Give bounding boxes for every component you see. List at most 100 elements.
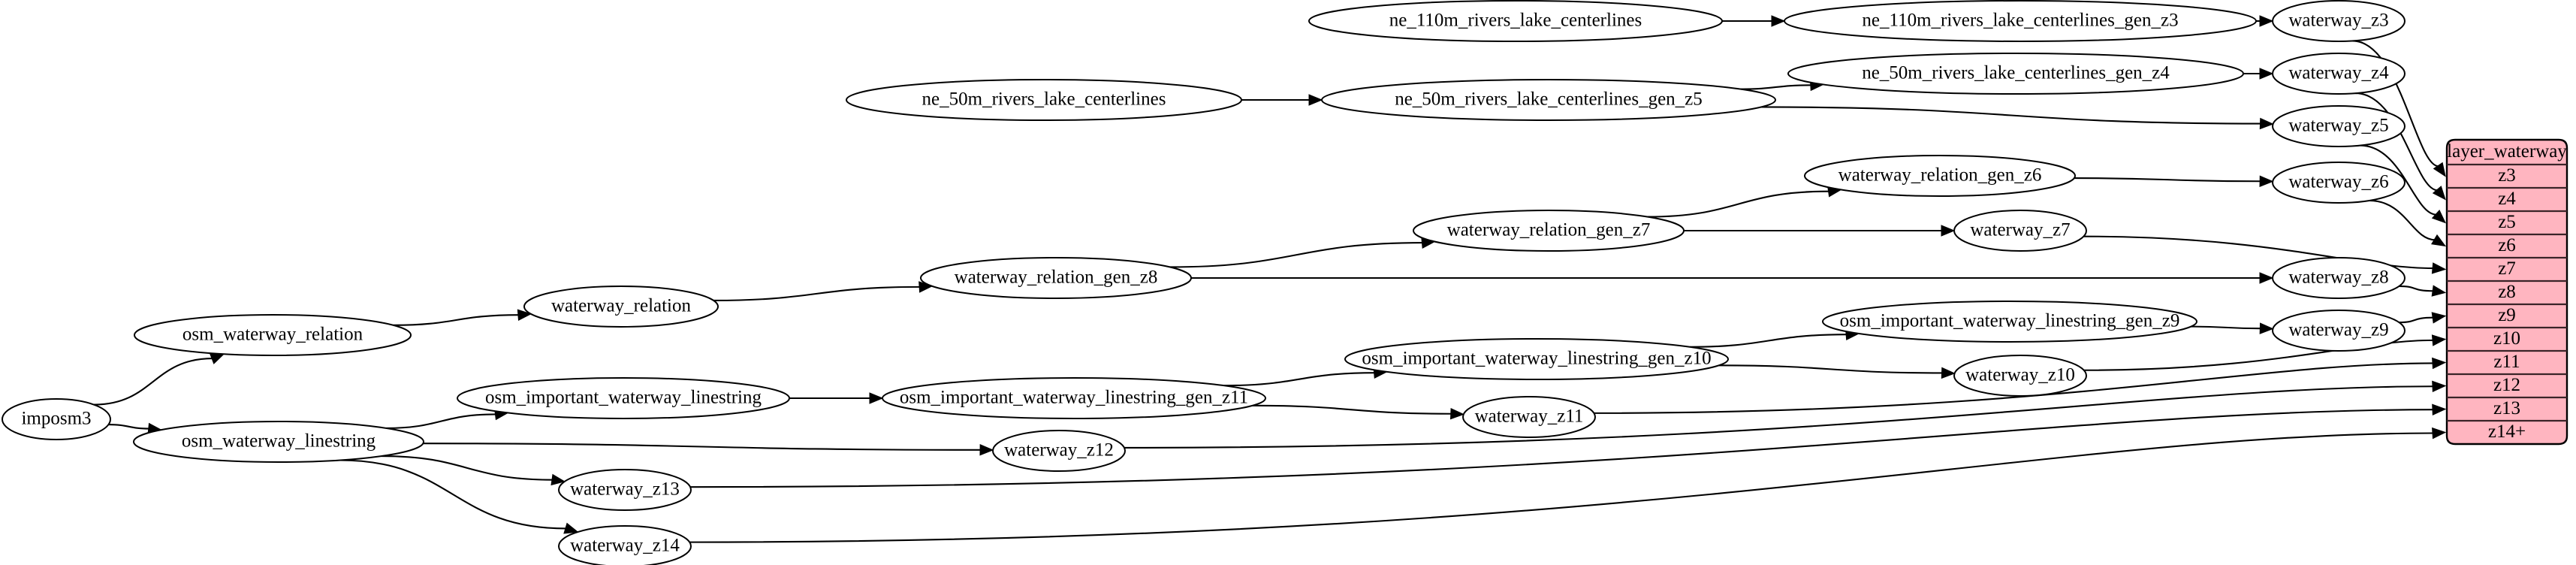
node-osm_waterway_relation[interactable]: osm_waterway_relation xyxy=(134,314,412,356)
node-waterway_z11[interactable]: waterway_z11 xyxy=(1462,396,1596,438)
node-waterway_relation[interactable]: waterway_relation xyxy=(523,286,719,328)
table-row-z10[interactable]: z10 xyxy=(2493,328,2520,349)
edge-osm_waterway_linestring-to-waterway_z14 xyxy=(339,459,566,530)
node-waterway_relation_gen_z8[interactable]: waterway_relation_gen_z8 xyxy=(920,257,1192,299)
node-label-ne_50m_rivers_lake_centerlines_gen_z5: ne_50m_rivers_lake_centerlines_gen_z5 xyxy=(1395,89,1703,110)
node-ellipse-waterway_z10[interactable] xyxy=(1953,355,2087,397)
edge-arrowhead xyxy=(209,353,225,364)
node-ellipse-waterway_z8[interactable] xyxy=(2272,257,2406,299)
node-waterway_z8[interactable]: waterway_z8 xyxy=(2272,257,2406,299)
node-waterway_relation_gen_z6[interactable]: waterway_relation_gen_z6 xyxy=(1804,155,2076,197)
table-row-z7[interactable]: z7 xyxy=(2498,258,2516,279)
node-label-waterway_z6: waterway_z6 xyxy=(2288,172,2388,192)
table-row-z4[interactable]: z4 xyxy=(2498,189,2516,209)
edge-arrowhead xyxy=(1941,367,1956,379)
edge-arrowhead xyxy=(2432,186,2446,201)
table-row-z5[interactable]: z5 xyxy=(2498,212,2516,232)
node-ne_50m_rivers_lake_centerlines_gen_z4[interactable]: ne_50m_rivers_lake_centerlines_gen_z4 xyxy=(1787,53,2244,95)
edge-osm_waterway_linestring-to-waterway_z13 xyxy=(381,455,553,481)
table-row-z14plus[interactable]: z14+ xyxy=(2488,421,2526,442)
table-row-z12[interactable]: z12 xyxy=(2493,375,2520,395)
node-ellipse-waterway_relation_gen_z6[interactable] xyxy=(1804,155,2076,197)
node-waterway_z7[interactable]: waterway_z7 xyxy=(1953,210,2087,252)
node-ellipse-ne_110m_rivers_lake_centerlines_gen_z3[interactable] xyxy=(1784,0,2257,42)
edge-arrowhead xyxy=(2432,357,2447,370)
edge-arrowhead xyxy=(563,522,579,534)
edge-osm_important_waterway_linestring_gen_z11-to-osm_important_waterway_linestring_gen_z10 xyxy=(1223,372,1375,387)
edge-arrowhead xyxy=(2259,272,2274,284)
node-label-waterway_z12: waterway_z12 xyxy=(1004,440,1114,461)
node-ellipse-waterway_z6[interactable] xyxy=(2272,162,2406,204)
node-ellipse-waterway_z9[interactable] xyxy=(2272,310,2406,352)
node-ellipse-ne_50m_rivers_lake_centerlines_gen_z4[interactable] xyxy=(1787,53,2244,95)
node-waterway_z10[interactable]: waterway_z10 xyxy=(1953,355,2087,397)
node-osm_waterway_linestring[interactable]: osm_waterway_linestring xyxy=(133,421,424,463)
node-waterway_z4[interactable]: waterway_z4 xyxy=(2272,53,2406,95)
edge-arrowhead xyxy=(2431,234,2447,247)
edge-waterway_z6-to-layer_waterway_z6 xyxy=(2369,199,2436,241)
node-ellipse-waterway_relation_gen_z8[interactable] xyxy=(920,257,1192,299)
node-ellipse-osm_important_waterway_linestring_gen_z10[interactable] xyxy=(1344,338,1729,380)
node-ellipse-ne_110m_rivers_lake_centerlines[interactable] xyxy=(1308,0,1723,42)
node-waterway_z13[interactable]: waterway_z13 xyxy=(558,469,692,511)
node-label-waterway_z8: waterway_z8 xyxy=(2288,267,2388,288)
node-ellipse-waterway_z13[interactable] xyxy=(558,469,692,511)
edge-osm_waterway_relation-to-waterway_relation xyxy=(393,314,519,326)
node-ellipse-waterway_relation_gen_z7[interactable] xyxy=(1413,210,1685,252)
node-ellipse-waterway_z11[interactable] xyxy=(1462,396,1596,438)
node-label-ne_50m_rivers_lake_centerlines: ne_50m_rivers_lake_centerlines xyxy=(922,89,1166,110)
node-label-osm_waterway_relation: osm_waterway_relation xyxy=(182,325,363,345)
node-ellipse-waterway_z4[interactable] xyxy=(2272,53,2406,95)
node-waterway_z14[interactable]: waterway_z14 xyxy=(558,525,692,565)
node-ellipse-ne_50m_rivers_lake_centerlines[interactable] xyxy=(846,79,1242,121)
node-waterway_z6[interactable]: waterway_z6 xyxy=(2272,162,2406,204)
table-row-z13[interactable]: z13 xyxy=(2493,398,2520,418)
table-row-z8[interactable]: z8 xyxy=(2498,282,2516,302)
node-ne_50m_rivers_lake_centerlines_gen_z5[interactable]: ne_50m_rivers_lake_centerlines_gen_z5 xyxy=(1321,79,1776,121)
node-ellipse-osm_waterway_relation[interactable] xyxy=(134,314,412,356)
node-imposm3[interactable]: imposm3 xyxy=(2,398,111,440)
node-ellipse-waterway_relation[interactable] xyxy=(523,286,719,328)
node-ellipse-osm_important_waterway_linestring[interactable] xyxy=(457,377,790,419)
node-osm_important_waterway_linestring_gen_z11[interactable]: osm_important_waterway_linestring_gen_z1… xyxy=(882,377,1266,419)
node-ellipse-osm_important_waterway_linestring_gen_z11[interactable] xyxy=(882,377,1266,419)
edge-waterway_z5-to-layer_waterway_z5 xyxy=(2360,144,2437,216)
table-row-z11[interactable]: z11 xyxy=(2493,352,2520,372)
table-row-z9[interactable]: z9 xyxy=(2498,305,2516,325)
node-ellipse-osm_important_waterway_linestring_gen_z9[interactable] xyxy=(1822,301,2197,343)
edge-osm_important_waterway_linestring_gen_z9-to-waterway_z9 xyxy=(2191,325,2261,330)
node-ne_110m_rivers_lake_centerlines_gen_z3[interactable]: ne_110m_rivers_lake_centerlines_gen_z3 xyxy=(1784,0,2257,42)
table-row-z6[interactable]: z6 xyxy=(2498,235,2516,255)
node-ellipse-waterway_z7[interactable] xyxy=(1953,210,2087,252)
node-label-osm_waterway_linestring: osm_waterway_linestring xyxy=(182,431,376,452)
node-osm_important_waterway_linestring[interactable]: osm_important_waterway_linestring xyxy=(457,377,790,419)
node-ellipse-waterway_z3[interactable] xyxy=(2272,0,2406,42)
edge-waterway_z13-to-layer_waterway_z13 xyxy=(690,409,2434,488)
edge-waterway_z7-to-layer_waterway_z7 xyxy=(2083,235,2434,270)
edge-arrowhead xyxy=(2431,312,2447,324)
node-ellipse-imposm3[interactable] xyxy=(2,398,111,440)
node-label-waterway_relation: waterway_relation xyxy=(551,296,692,316)
node-ellipse-waterway_z14[interactable] xyxy=(558,525,692,565)
node-ellipse-osm_waterway_linestring[interactable] xyxy=(133,421,424,463)
table-row-z3[interactable]: z3 xyxy=(2498,165,2516,186)
node-ellipse-waterway_z5[interactable] xyxy=(2272,105,2406,147)
node-ellipse-waterway_z12[interactable] xyxy=(992,430,1126,472)
node-label-ne_50m_rivers_lake_centerlines_gen_z4: ne_50m_rivers_lake_centerlines_gen_z4 xyxy=(1862,63,2170,83)
edge-arrowhead xyxy=(2259,322,2274,334)
edge-arrowhead xyxy=(2433,162,2446,177)
node-ne_50m_rivers_lake_centerlines[interactable]: ne_50m_rivers_lake_centerlines xyxy=(846,79,1242,121)
edge-arrowhead xyxy=(869,392,884,404)
node-waterway_z12[interactable]: waterway_z12 xyxy=(992,430,1126,472)
node-osm_important_waterway_linestring_gen_z10[interactable]: osm_important_waterway_linestring_gen_z1… xyxy=(1344,338,1729,380)
node-waterway_z3[interactable]: waterway_z3 xyxy=(2272,0,2406,42)
node-ne_110m_rivers_lake_centerlines[interactable]: ne_110m_rivers_lake_centerlines xyxy=(1308,0,1723,42)
node-waterway_z5[interactable]: waterway_z5 xyxy=(2272,105,2406,147)
node-label-waterway_z10: waterway_z10 xyxy=(1965,365,2075,385)
node-waterway_relation_gen_z7[interactable]: waterway_relation_gen_z7 xyxy=(1413,210,1685,252)
node-ellipse-ne_50m_rivers_lake_centerlines_gen_z5[interactable] xyxy=(1321,79,1776,121)
node-waterway_z9[interactable]: waterway_z9 xyxy=(2272,310,2406,352)
node-osm_important_waterway_linestring_gen_z9[interactable]: osm_important_waterway_linestring_gen_z9 xyxy=(1822,301,2197,343)
node-label-osm_important_waterway_linestring_gen_z10: osm_important_waterway_linestring_gen_z1… xyxy=(1362,349,1711,369)
